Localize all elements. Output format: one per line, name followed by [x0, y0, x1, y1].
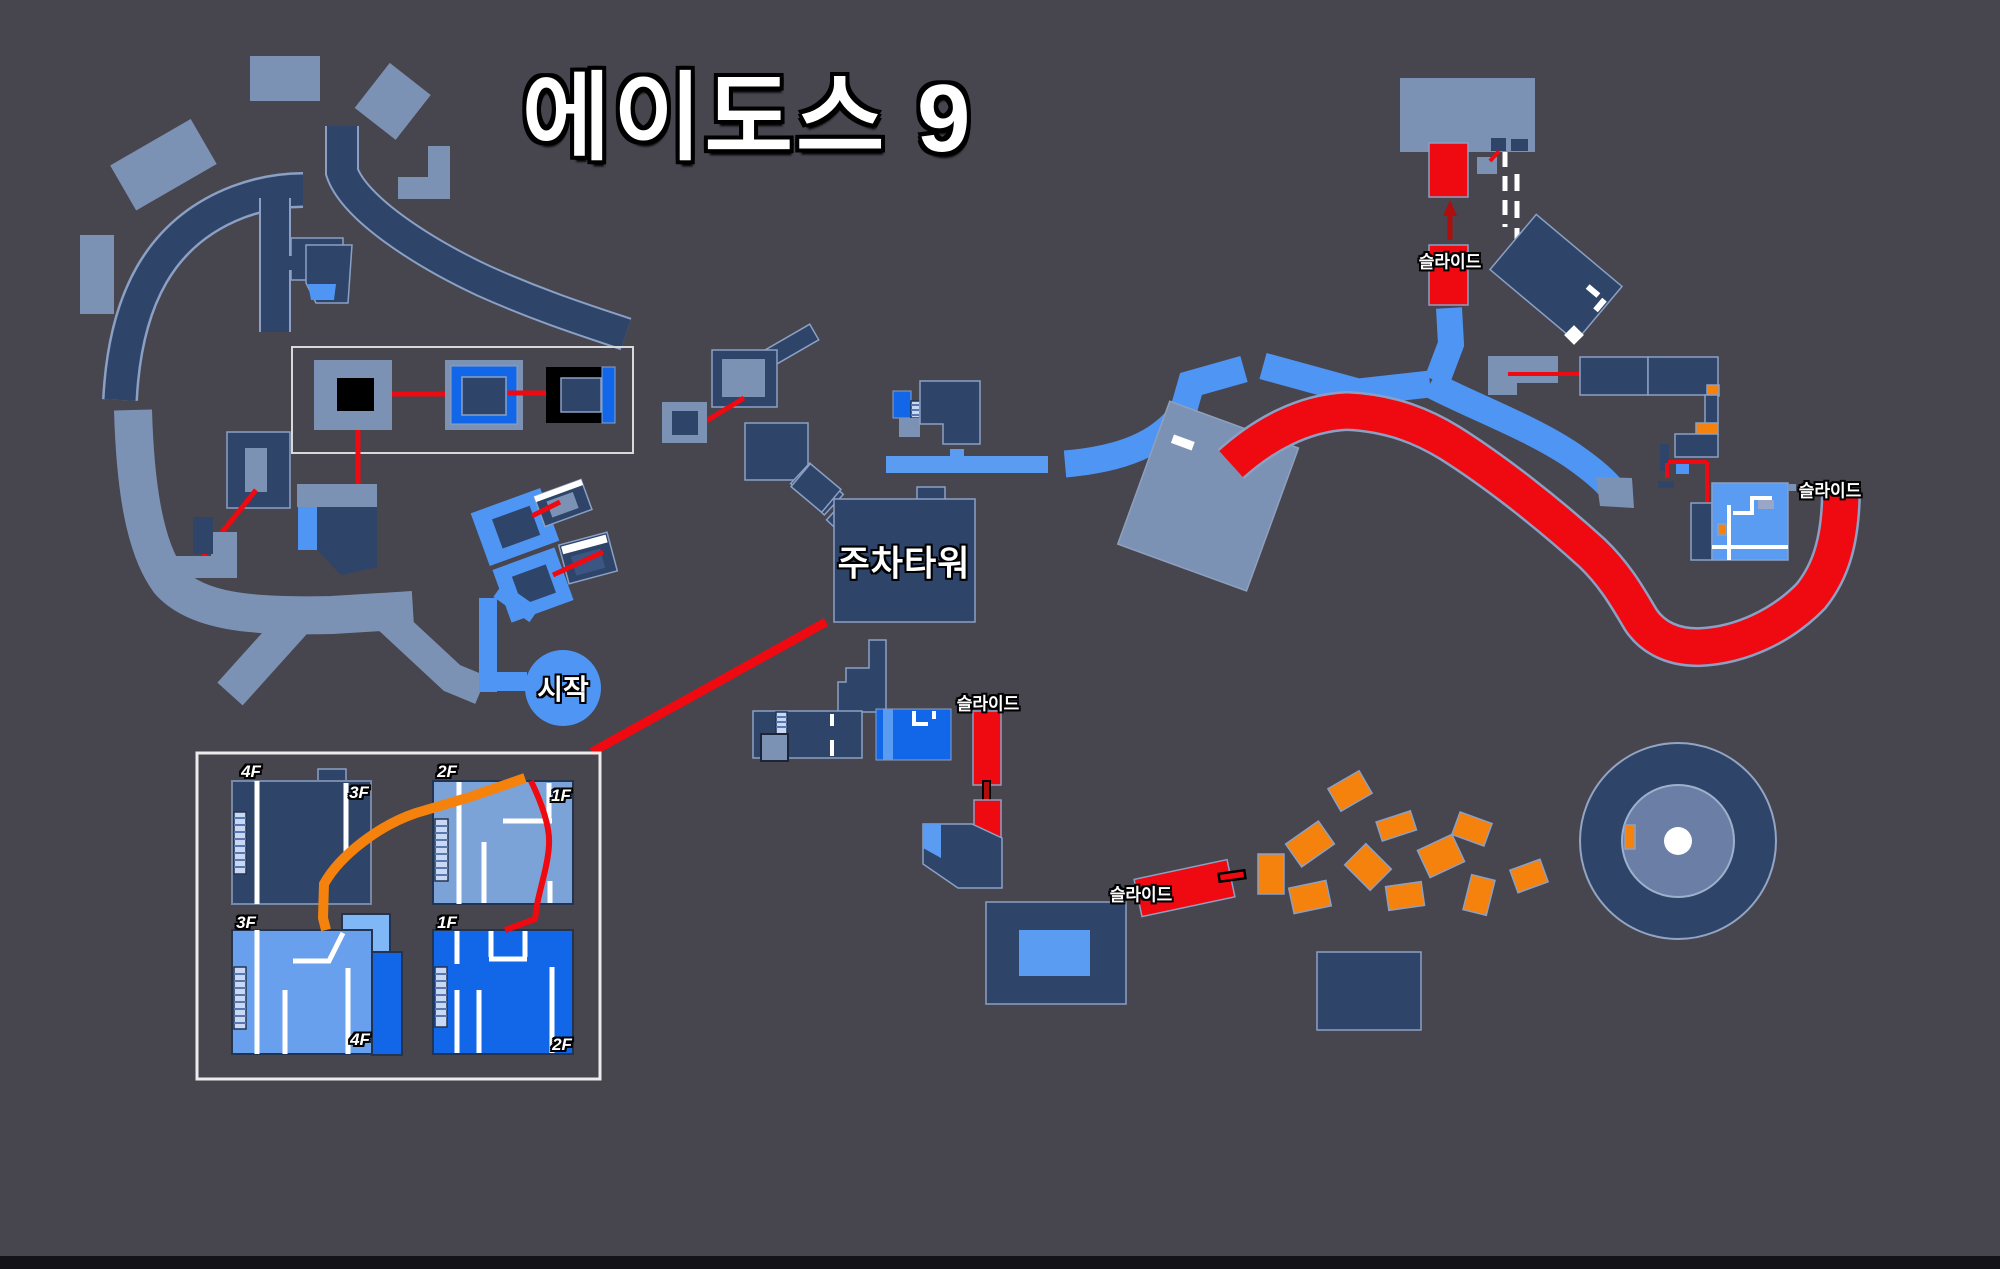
- floor-label-4f-top: 4F: [241, 762, 261, 781]
- central-buildings: [886, 380, 1048, 473]
- parking-tower-building: [833, 498, 976, 623]
- slide-a: [922, 710, 1003, 889]
- west-buildings: [175, 323, 874, 623]
- floor-label-1f-top: 1F: [551, 786, 571, 805]
- northeast-slide-area: [1428, 138, 1624, 345]
- inset-border: [195, 751, 602, 1081]
- map-title: 에이도스 9: [522, 65, 974, 172]
- slide-label-central: 슬라이드: [956, 694, 1020, 714]
- target-center-dot: [1664, 827, 1692, 855]
- floor-label-3f-bottom: 3F: [236, 913, 256, 932]
- slide-label-northeast: 슬라이드: [1418, 252, 1482, 272]
- slide-label-east: 슬라이드: [1798, 481, 1862, 501]
- inspection-box: [291, 346, 634, 485]
- target-circle: [1579, 742, 1777, 940]
- navy-roads: [102, 126, 632, 401]
- inset-floorplan: [195, 751, 602, 1081]
- start-route-line: [589, 618, 829, 756]
- inset-orange-route: [317, 773, 527, 932]
- red-route: [1217, 390, 1861, 668]
- start-label: 시작: [537, 674, 589, 705]
- floor-label-2f-top: 2F: [437, 762, 457, 781]
- parking-tower: [789, 462, 976, 623]
- start-circle: [525, 650, 601, 726]
- gray-roads: [114, 409, 487, 706]
- east-buildings: [1488, 356, 1796, 561]
- slide-arrow-head: [1443, 200, 1457, 216]
- floor-label-4f-bottom: 4F: [350, 1030, 370, 1049]
- inset-red-route: [503, 779, 553, 933]
- orange-debris: [1257, 769, 1550, 917]
- floor-label-3f-top: 3F: [349, 783, 369, 802]
- slide-label-south: 슬라이드: [1109, 885, 1173, 905]
- floor-label-1f-bottom: 1F: [437, 913, 457, 932]
- bottom-bar: [0, 1256, 2000, 1269]
- start-area: [479, 583, 601, 726]
- parking-tower-label: 주차타워: [837, 544, 971, 584]
- south-central-buildings: [752, 639, 1422, 1031]
- floor-label-2f-bottom: 2F: [552, 1035, 572, 1054]
